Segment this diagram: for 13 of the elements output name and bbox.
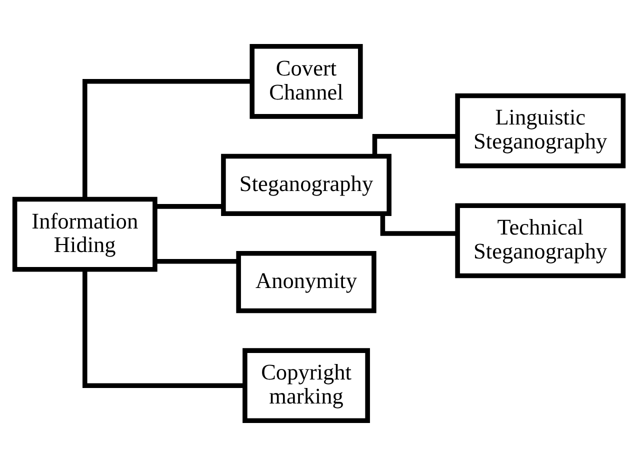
node-box: Anonymity — [236, 250, 376, 313]
node-box: Linguistic Steganography — [455, 92, 626, 168]
node-box: Copyright marking — [242, 348, 370, 423]
node-box: Information Hiding — [12, 196, 158, 272]
node-box: Steganography — [221, 153, 392, 216]
connector — [82, 268, 245, 388]
connector — [372, 133, 458, 156]
connector — [82, 78, 252, 198]
node-box: Technical Steganography — [455, 202, 626, 278]
connector — [380, 213, 458, 236]
connector — [156, 258, 239, 264]
node-box: Covert Channel — [250, 43, 363, 118]
connector — [156, 204, 224, 208]
